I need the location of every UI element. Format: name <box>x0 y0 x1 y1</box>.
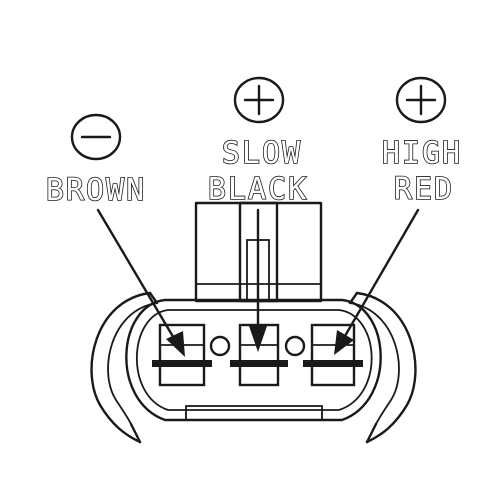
pointer-red <box>334 208 420 355</box>
label-brown: BROWN <box>46 173 146 208</box>
terminal-hole-left <box>209 335 231 357</box>
positive-symbol-slow <box>233 76 285 124</box>
label-high: HIGH <box>382 136 462 171</box>
label-red: RED <box>394 172 454 207</box>
connector-shell <box>90 291 417 444</box>
terminal-high <box>303 323 363 387</box>
positive-symbol-high <box>395 76 447 124</box>
terminal-hole-right <box>284 335 306 357</box>
label-black: BLACK <box>208 172 308 207</box>
pointer-brown <box>96 208 185 357</box>
pointer-black <box>249 208 267 352</box>
connector-body <box>125 298 382 422</box>
negative-symbol <box>70 113 122 161</box>
label-slow: SLOW <box>222 136 302 171</box>
